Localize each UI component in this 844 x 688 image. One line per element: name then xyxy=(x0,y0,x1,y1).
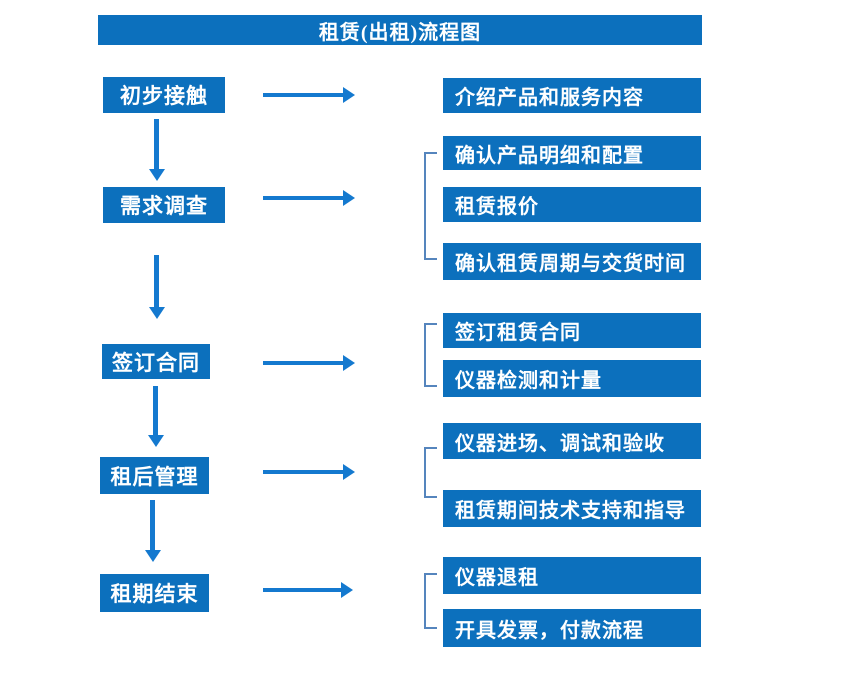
arrow-shaft xyxy=(263,93,345,97)
arrow-shaft xyxy=(263,361,345,365)
arrow-shaft xyxy=(263,470,345,474)
arrow-head xyxy=(148,435,164,447)
group-bracket-sign-contract xyxy=(424,323,437,387)
right-arrow-icon xyxy=(263,190,355,206)
arrow-shaft xyxy=(263,196,345,200)
detail-label: 介绍产品和服务内容 xyxy=(455,87,644,109)
detail-box-2-2: 租赁报价 xyxy=(443,187,701,222)
detail-box-3-2: 仪器检测和计量 xyxy=(443,360,701,397)
arrow-head xyxy=(149,169,165,181)
arrow-head xyxy=(341,582,353,598)
arrow-shaft xyxy=(263,588,343,592)
arrow-shaft xyxy=(153,386,158,437)
detail-label: 租赁报价 xyxy=(455,196,539,218)
detail-label: 仪器进场、调试和验收 xyxy=(455,432,665,455)
arrow-head xyxy=(343,355,355,371)
right-arrow-icon xyxy=(263,464,355,480)
detail-label: 签订租赁合同 xyxy=(455,322,581,344)
flowchart-title: 租赁(出租)流程图 xyxy=(318,21,482,44)
group-bracket-rental-end xyxy=(424,573,437,629)
detail-label: 确认租赁周期与交货时间 xyxy=(455,253,686,275)
detail-box-2-1: 确认产品明细和配置 xyxy=(443,136,701,170)
step-label: 需求调查 xyxy=(120,194,208,218)
group-bracket-post-rental xyxy=(424,447,437,498)
down-arrow-icon xyxy=(148,386,164,447)
arrow-head xyxy=(343,87,355,103)
detail-label: 仪器检测和计量 xyxy=(455,370,602,392)
arrow-head xyxy=(149,307,165,319)
step-label: 租后管理 xyxy=(110,464,199,489)
arrow-shaft xyxy=(150,500,155,552)
detail-box-5-2: 开具发票，付款流程 xyxy=(443,609,701,647)
detail-box-1-1: 介绍产品和服务内容 xyxy=(443,78,701,113)
right-arrow-icon xyxy=(263,582,353,598)
down-arrow-icon xyxy=(149,119,165,181)
detail-label: 开具发票，付款流程 xyxy=(455,619,644,642)
step-box-demand-survey: 需求调查 xyxy=(103,187,225,223)
arrow-head xyxy=(343,190,355,206)
arrow-shaft xyxy=(154,255,159,309)
step-box-post-rental-management: 租后管理 xyxy=(100,457,209,494)
down-arrow-icon xyxy=(145,500,161,562)
detail-box-4-1: 仪器进场、调试和验收 xyxy=(443,423,701,459)
detail-label: 确认产品明细和配置 xyxy=(455,144,644,167)
detail-label: 租赁期间技术支持和指导 xyxy=(455,500,686,522)
arrow-head xyxy=(343,464,355,480)
down-arrow-icon xyxy=(149,255,165,319)
flowchart-title-bar: 租赁(出租)流程图 xyxy=(98,15,702,45)
detail-box-3-1: 签订租赁合同 xyxy=(443,313,701,348)
right-arrow-icon xyxy=(263,87,355,103)
group-bracket-demand-survey xyxy=(424,152,437,260)
step-box-rental-end: 租期结束 xyxy=(100,574,209,612)
step-label: 签订合同 xyxy=(112,350,200,375)
detail-box-2-3: 确认租赁周期与交货时间 xyxy=(443,243,701,280)
step-box-sign-contract: 签订合同 xyxy=(102,344,210,379)
detail-box-4-2: 租赁期间技术支持和指导 xyxy=(443,490,701,527)
detail-label: 仪器退租 xyxy=(455,567,539,589)
detail-box-5-1: 仪器退租 xyxy=(443,557,701,594)
arrow-head xyxy=(145,550,161,562)
step-label: 租期结束 xyxy=(110,582,199,606)
arrow-shaft xyxy=(154,119,159,171)
step-label: 初步接触 xyxy=(120,84,208,108)
step-box-initial-contact: 初步接触 xyxy=(103,77,225,113)
right-arrow-icon xyxy=(263,355,355,371)
